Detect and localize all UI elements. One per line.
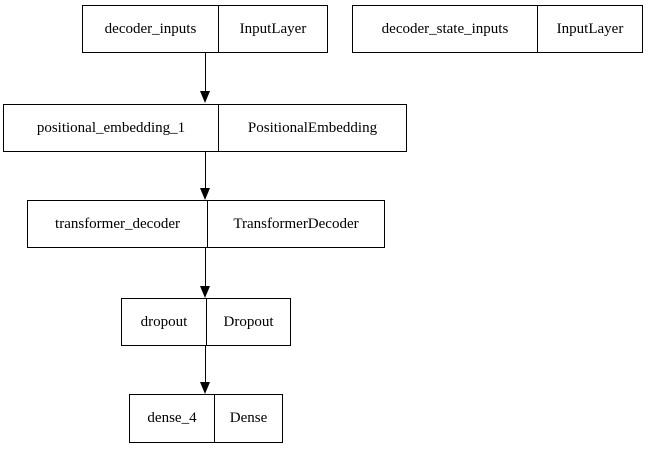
node-layer-type-label: PositionalEmbedding: [218, 105, 406, 151]
node-positional-embedding-1: positional_embedding_1 PositionalEmbeddi…: [3, 104, 407, 152]
node-name-label: transformer_decoder: [55, 215, 180, 232]
node-decoder-state-inputs: decoder_state_inputs InputLayer: [352, 5, 643, 53]
node-layer-type-label: Dropout: [206, 299, 290, 345]
arrowhead-icon: [200, 188, 210, 200]
node-decoder-inputs: decoder_inputs InputLayer: [82, 5, 328, 53]
node-layer-type-label: InputLayer: [537, 6, 642, 52]
node-layer-type-label: InputLayer: [218, 6, 327, 52]
node-name-label: decoder_inputs: [104, 20, 197, 37]
node-name-label: positional_embedding_1: [36, 119, 186, 136]
node-layer-type-label: TransformerDecoder: [207, 201, 384, 247]
edge-decoder-inputs-to-positional-embedding: [205, 53, 206, 92]
node-transformer-decoder: transformer_decoder TransformerDecoder: [27, 200, 385, 248]
edge-positional-embedding-to-transformer-decoder: [205, 152, 206, 188]
node-dense-4: dense_4 Dense: [129, 394, 283, 443]
arrowhead-icon: [200, 91, 210, 103]
edge-transformer-decoder-to-dropout: [205, 248, 206, 286]
arrowhead-icon: [200, 286, 210, 298]
arrowhead-icon: [200, 382, 210, 394]
edge-dropout-to-dense-4: [205, 346, 206, 382]
node-name-label: dropout: [140, 313, 188, 330]
node-name-label: decoder_state_inputs: [381, 20, 509, 37]
node-layer-type-label: Dense: [214, 395, 282, 442]
node-dropout: dropout Dropout: [121, 298, 291, 346]
node-name-label: dense_4: [147, 410, 197, 426]
